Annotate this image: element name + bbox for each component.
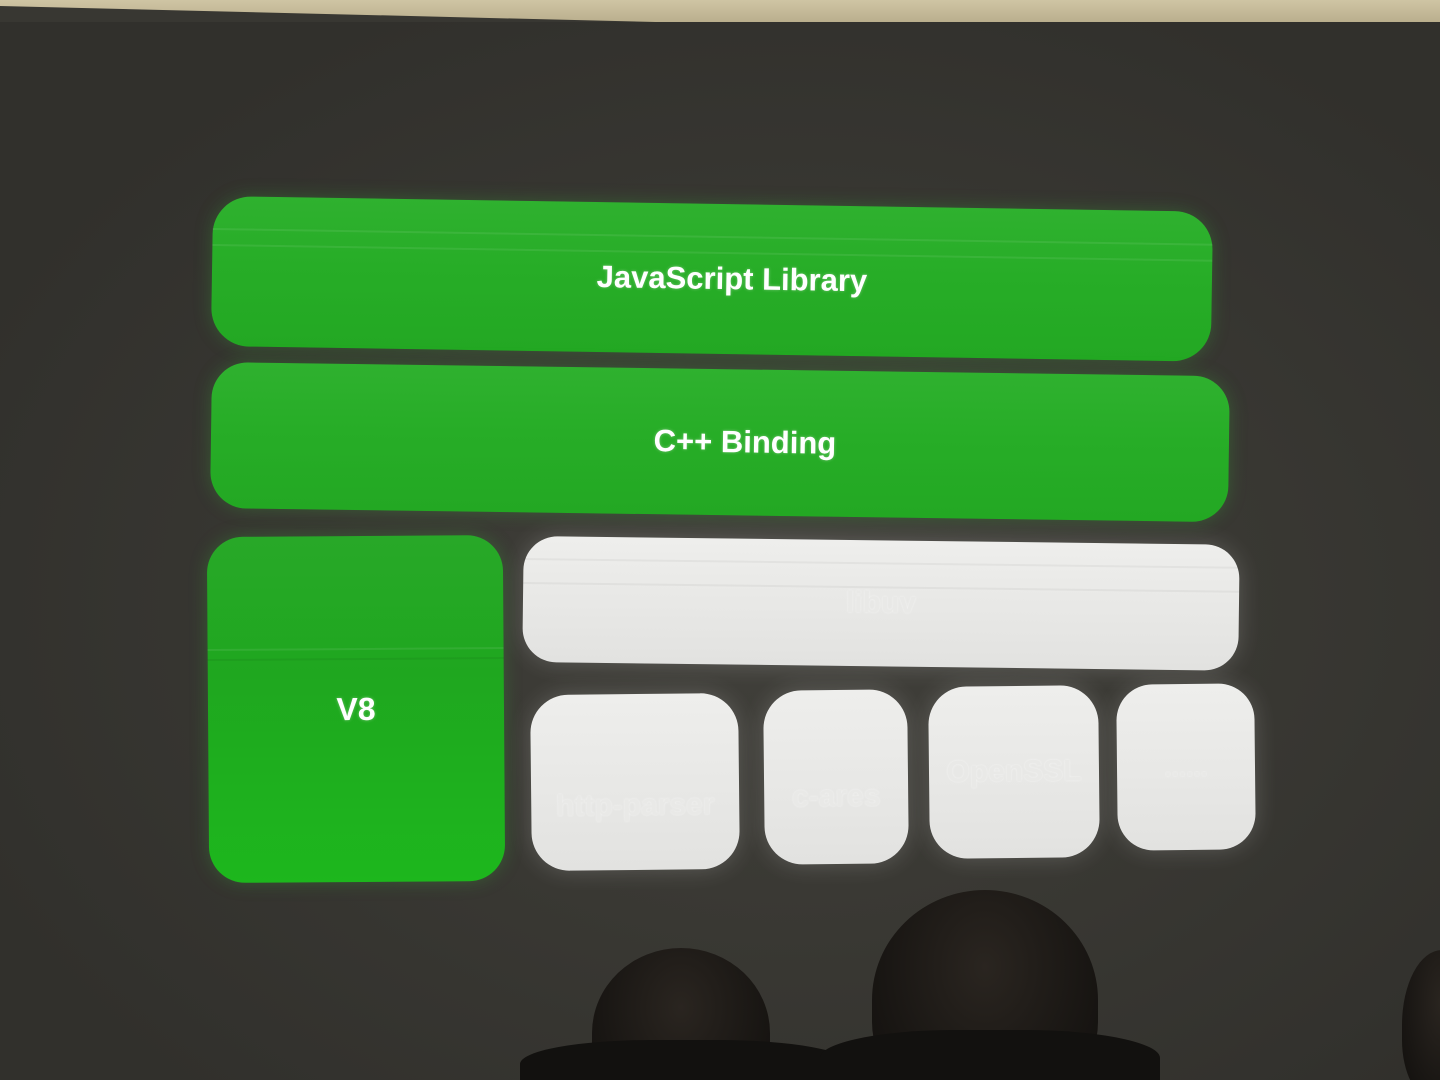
http-parser-block: http-parser bbox=[530, 692, 740, 872]
c-ares-label: c-ares bbox=[791, 779, 881, 814]
libuv-label: libuv bbox=[845, 585, 917, 620]
c-ares-block: c-ares bbox=[763, 689, 909, 865]
openssl-label: OpenSSL bbox=[946, 754, 1082, 789]
v8-label: V8 bbox=[336, 690, 376, 727]
cpp-binding-label: C++ Binding bbox=[653, 423, 837, 461]
openssl-block: OpenSSL bbox=[928, 685, 1100, 859]
cpp-binding-block: C++ Binding bbox=[209, 362, 1230, 523]
http-parser-label: http-parser bbox=[555, 788, 715, 823]
v8-block: V8 bbox=[206, 534, 506, 884]
libuv-block: libuv bbox=[522, 536, 1240, 671]
more-libraries-block: ...... bbox=[1116, 683, 1256, 851]
javascript-library-block: JavaScript Library bbox=[210, 196, 1214, 362]
more-libraries-label: ...... bbox=[1164, 751, 1208, 782]
audience-shoulder-left bbox=[520, 1040, 850, 1080]
audience-shoulder-right bbox=[820, 1030, 1160, 1080]
javascript-library-label: JavaScript Library bbox=[596, 259, 868, 299]
